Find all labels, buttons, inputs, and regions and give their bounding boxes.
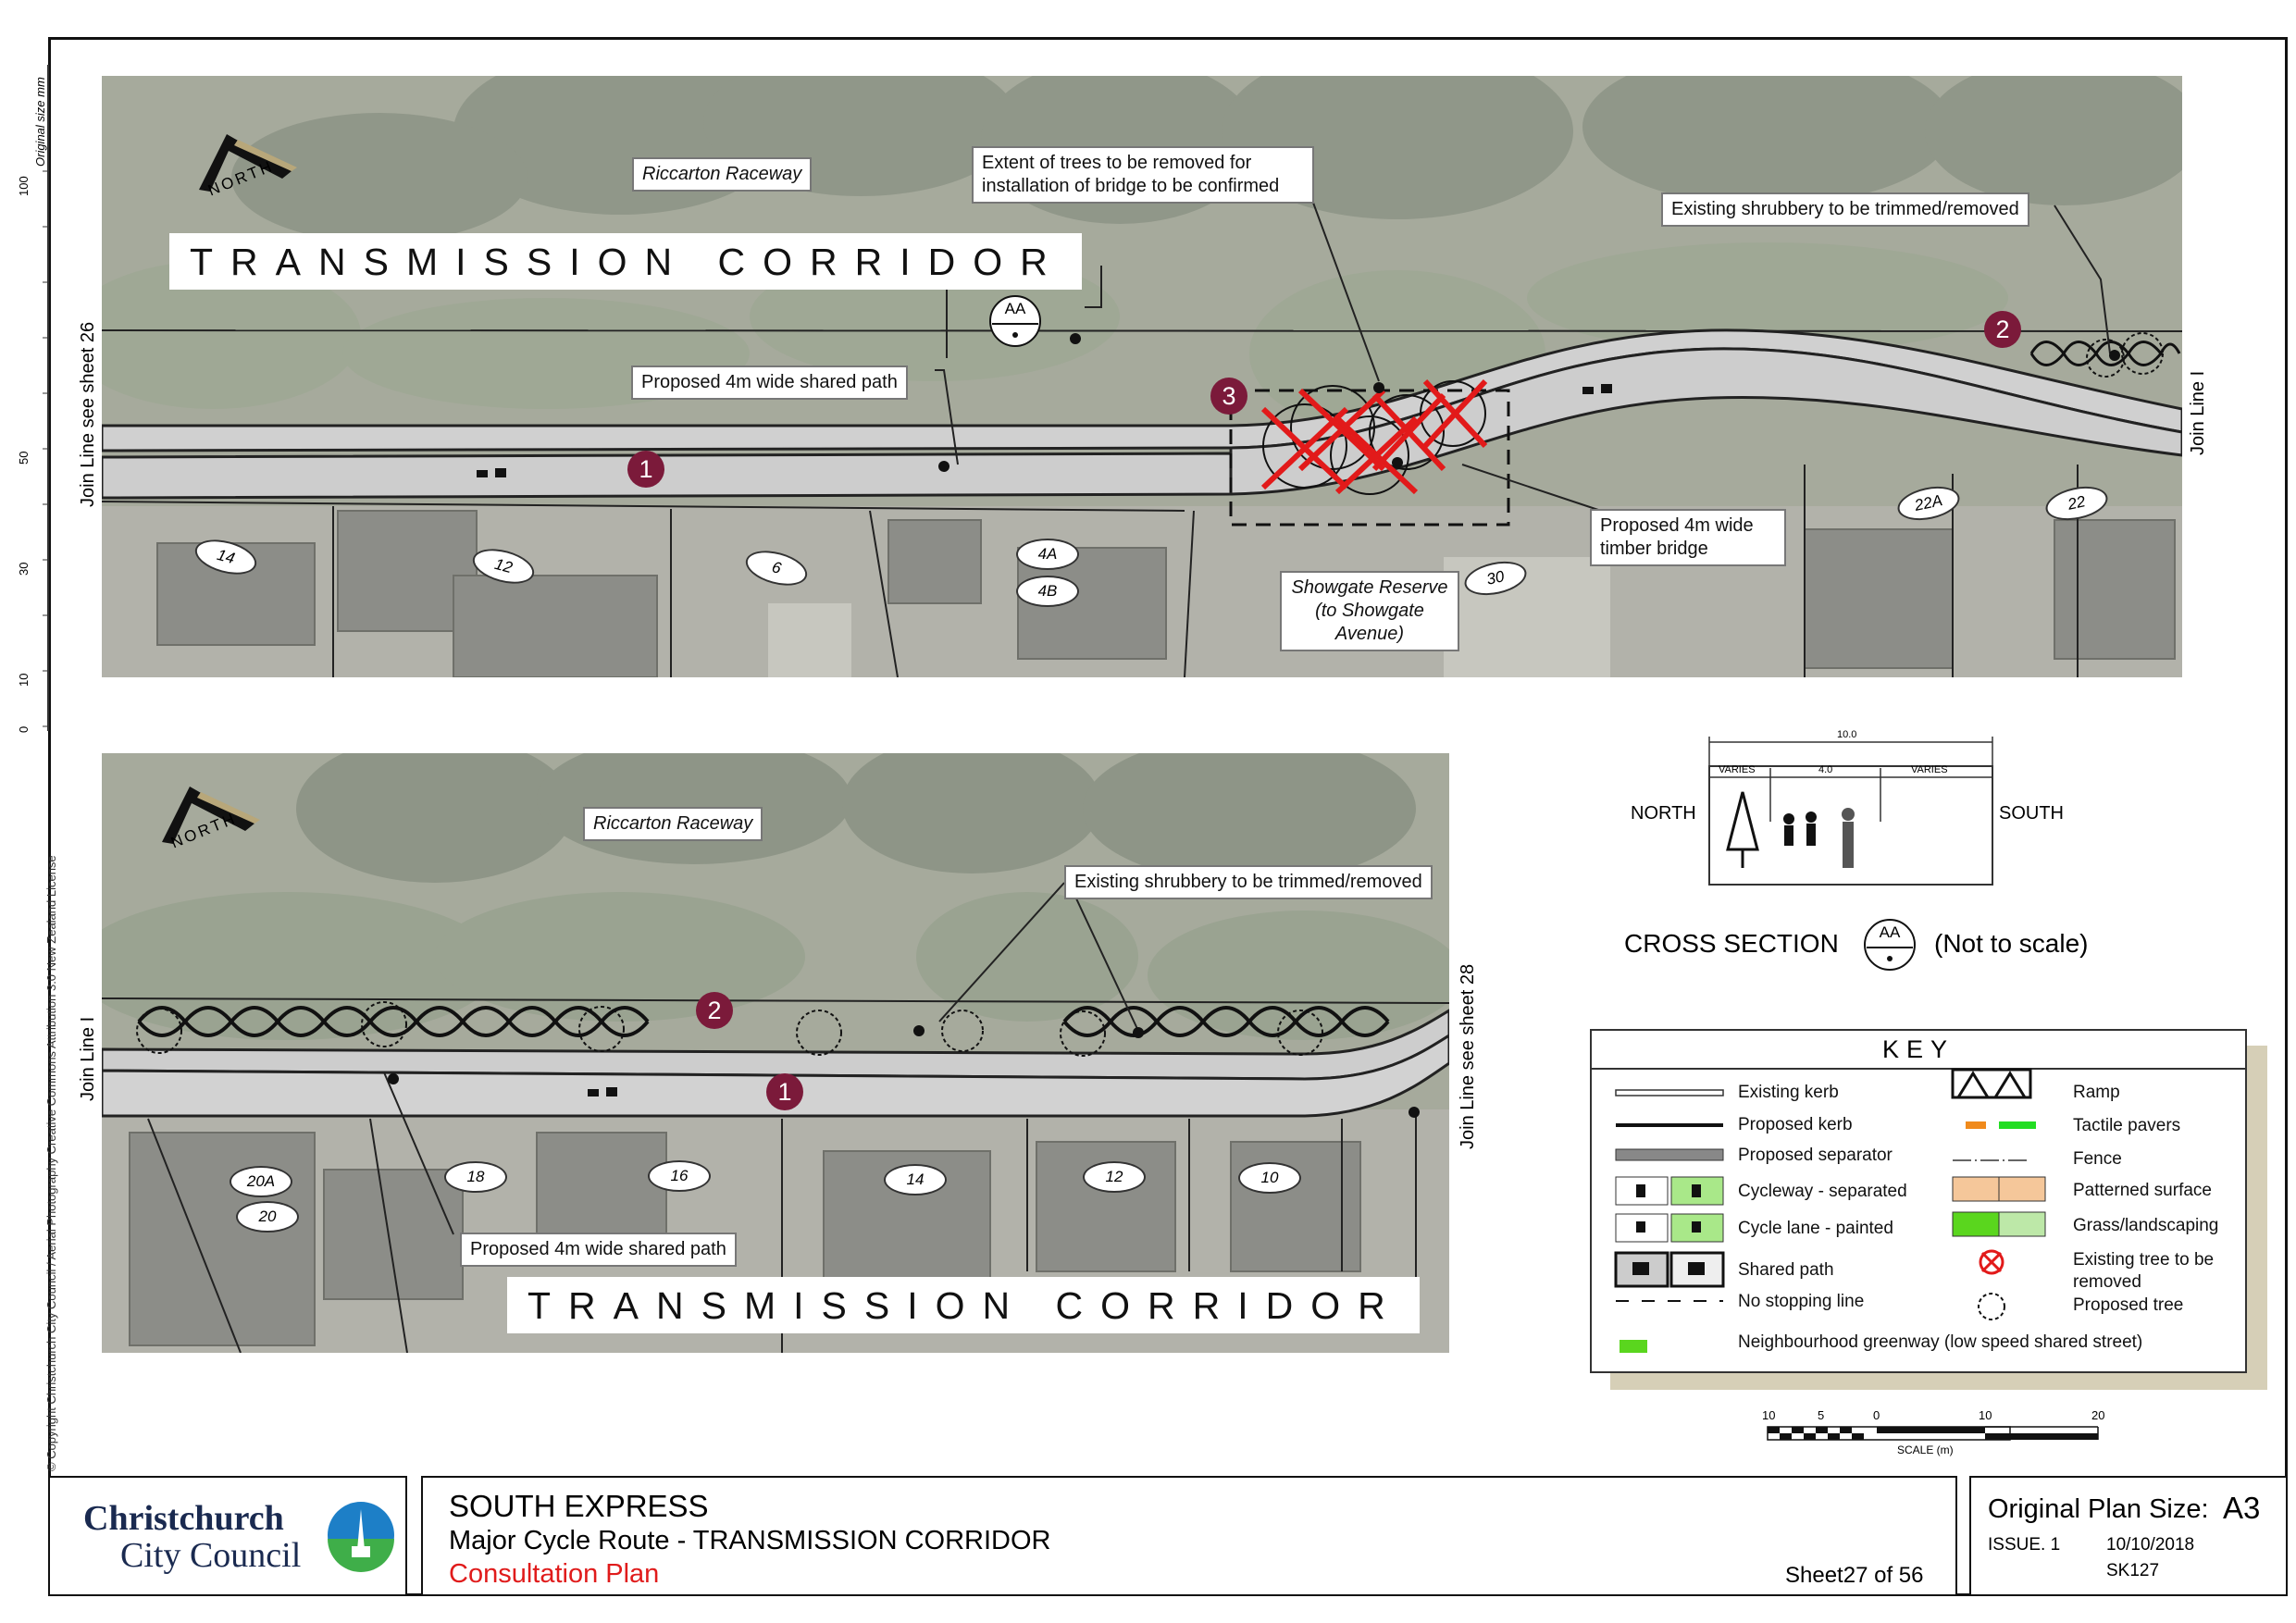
title-block-logo: Christchurch City Council bbox=[48, 1476, 407, 1596]
scale-tick-10-right: 10 bbox=[1979, 1408, 1992, 1422]
ruler-tick-0: 0 bbox=[17, 725, 31, 733]
issue-date: 10/10/2018 bbox=[2106, 1535, 2195, 1555]
scale-bar: 10 5 0 10 20 SCALE (m) bbox=[1758, 1397, 2128, 1462]
top-join-line-right: Join Line I bbox=[2188, 370, 2208, 455]
scale-tick-20: 20 bbox=[2091, 1408, 2105, 1422]
sheet-number: Sheet27 of 56 bbox=[1785, 1563, 1923, 1589]
bottom-callout-shared-path: Proposed 4m wide shared path bbox=[460, 1233, 737, 1267]
bottom-marker-1: 1 bbox=[766, 1073, 803, 1110]
drawing-number: SK127 bbox=[2106, 1561, 2160, 1580]
cross-dim-right: VARIES bbox=[1911, 764, 1948, 775]
scale-tick-5: 5 bbox=[1818, 1408, 1825, 1422]
ruler-label: Original size mm bbox=[33, 77, 47, 167]
key-symbols bbox=[1614, 1068, 2046, 1353]
cross-section-diagram: 10.0 VARIES 4.0 VARIES bbox=[1707, 729, 1994, 886]
project-title: SOUTH EXPRESS bbox=[449, 1489, 709, 1523]
key-no-stopping-line: No stopping line bbox=[1738, 1292, 1865, 1311]
cross-section-north: NORTH bbox=[1631, 803, 1696, 824]
margin-ruler bbox=[31, 65, 50, 731]
bottom-north-arrow: NORTH bbox=[153, 777, 264, 879]
ruler-tick-100: 100 bbox=[17, 176, 31, 196]
callout-timber-bridge: Proposed 4m wide timber bridge bbox=[1590, 509, 1786, 566]
org-name-line2: City Council bbox=[120, 1536, 302, 1575]
key-title: KEY bbox=[1592, 1031, 2245, 1070]
org-name-line1: Christchurch bbox=[83, 1499, 284, 1538]
key-shared-path: Shared path bbox=[1738, 1260, 1834, 1280]
cross-dim-mid: 4.0 bbox=[1818, 764, 1833, 775]
bottom-corridor-title: TRANSMISSION CORRIDOR bbox=[507, 1277, 1420, 1333]
cross-dim-total: 10.0 bbox=[1837, 729, 1857, 740]
top-marker-1: 1 bbox=[627, 451, 664, 488]
bottom-aerial-panel bbox=[102, 753, 1449, 1353]
ruler-tick-50: 50 bbox=[17, 451, 31, 465]
top-marker-2: 2 bbox=[1984, 311, 2021, 348]
key-legend: KEY Existing kerb Proposed kerb Proposed… bbox=[1590, 1029, 2247, 1373]
address-10: 10 bbox=[1238, 1162, 1301, 1194]
key-grass-landscaping: Grass/landscaping bbox=[2073, 1216, 2219, 1235]
cross-section-note: (Not to scale) bbox=[1934, 929, 2089, 958]
copyright-notice: © Copyright Christchurch City Council / … bbox=[44, 855, 58, 1471]
key-proposed-kerb: Proposed kerb bbox=[1738, 1115, 1853, 1134]
top-join-line-left: Join Line see sheet 26 bbox=[78, 321, 98, 507]
bottom-marker-2: 2 bbox=[696, 992, 733, 1029]
council-logo-icon bbox=[328, 1502, 394, 1572]
key-cycleway-separated: Cycleway - separated bbox=[1738, 1182, 1907, 1201]
plan-size: A3 bbox=[2223, 1491, 2261, 1525]
sheet-prefix: Sheet bbox=[1785, 1563, 1843, 1588]
key-existing-kerb: Existing kerb bbox=[1738, 1083, 1839, 1102]
north-arrow-icon-bottom bbox=[162, 787, 260, 844]
key-cycle-lane-painted: Cycle lane - painted bbox=[1738, 1219, 1893, 1238]
key-fence: Fence bbox=[2073, 1149, 2122, 1169]
address-4b: 4B bbox=[1016, 576, 1079, 607]
key-patterned-surface: Patterned surface bbox=[2073, 1181, 2212, 1200]
scale-tick-0: 0 bbox=[1873, 1408, 1880, 1422]
top-marker-3: 3 bbox=[1210, 378, 1247, 415]
cross-dim-left: VARIES bbox=[1719, 764, 1756, 775]
plan-type: Consultation Plan bbox=[449, 1559, 660, 1589]
top-corridor-title: TRANSMISSION CORRIDOR bbox=[169, 233, 1082, 290]
top-raceway-label: Riccarton Raceway bbox=[632, 157, 813, 192]
callout-trees-removed: Extent of trees to be removed for instal… bbox=[972, 146, 1314, 204]
cross-section-marker-label: AA bbox=[1879, 923, 1901, 941]
bottom-join-line-left: Join Line I bbox=[78, 1016, 98, 1101]
bottom-aerial-map bbox=[102, 753, 1449, 1353]
title-block-main: SOUTH EXPRESS Major Cycle Route - TRANSM… bbox=[421, 1476, 1957, 1596]
ruler-tick-30: 30 bbox=[17, 562, 31, 576]
key-tactile-pavers: Tactile pavers bbox=[2073, 1116, 2181, 1135]
address-4a: 4A bbox=[1016, 539, 1079, 570]
key-proposed-tree: Proposed tree bbox=[2073, 1295, 2184, 1315]
section-marker-aa: AA bbox=[988, 294, 1042, 348]
project-subtitle: Major Cycle Route - TRANSMISSION CORRIDO… bbox=[449, 1526, 1051, 1555]
address-20: 20 bbox=[236, 1201, 299, 1233]
cross-section-south: SOUTH bbox=[1999, 803, 2064, 824]
cross-section-marker: AA bbox=[1863, 918, 1917, 972]
plan-size-label: Original Plan Size: bbox=[1988, 1494, 2209, 1524]
callout-showgate-reserve: Showgate Reserve (to Showgate Avenue) bbox=[1280, 571, 1459, 651]
address-14-bottom: 14 bbox=[884, 1164, 947, 1196]
key-tree-removed: Existing tree to be removed bbox=[2073, 1250, 2215, 1292]
cross-section-label: CROSS SECTION bbox=[1624, 929, 1839, 958]
address-20a: 20A bbox=[230, 1166, 292, 1197]
title-block-info: Original Plan Size: A3 ISSUE. 1 10/10/20… bbox=[1969, 1476, 2288, 1596]
address-18: 18 bbox=[444, 1161, 507, 1193]
key-proposed-separator: Proposed separator bbox=[1738, 1146, 1893, 1165]
address-12-bottom: 12 bbox=[1083, 1161, 1146, 1193]
sheet-current: 27 bbox=[1843, 1563, 1868, 1588]
issue: ISSUE. 1 bbox=[1988, 1535, 2061, 1555]
bottom-join-line-right: Join Line see sheet 28 bbox=[1458, 963, 1478, 1149]
bottom-callout-shrubbery: Existing shrubbery to be trimmed/removed bbox=[1064, 865, 1433, 899]
address-16: 16 bbox=[648, 1160, 711, 1192]
top-north-arrow: NORTH bbox=[190, 125, 301, 227]
scale-tick-10-left: 10 bbox=[1762, 1408, 1776, 1422]
top-callout-shared-path: Proposed 4m wide shared path bbox=[631, 365, 908, 400]
key-ramp: Ramp bbox=[2073, 1083, 2120, 1102]
bottom-raceway-label: Riccarton Raceway bbox=[583, 807, 763, 841]
scale-label: SCALE (m) bbox=[1897, 1443, 1954, 1456]
top-callout-shrubbery: Existing shrubbery to be trimmed/removed bbox=[1661, 192, 2029, 227]
key-greenway: Neighbourhood greenway (low speed shared… bbox=[1738, 1332, 2143, 1352]
ruler-tick-10: 10 bbox=[17, 673, 31, 687]
north-arrow-icon bbox=[199, 134, 297, 192]
sheet-total: of 56 bbox=[1874, 1563, 1924, 1588]
section-marker-aa-label: AA bbox=[1004, 300, 1026, 317]
